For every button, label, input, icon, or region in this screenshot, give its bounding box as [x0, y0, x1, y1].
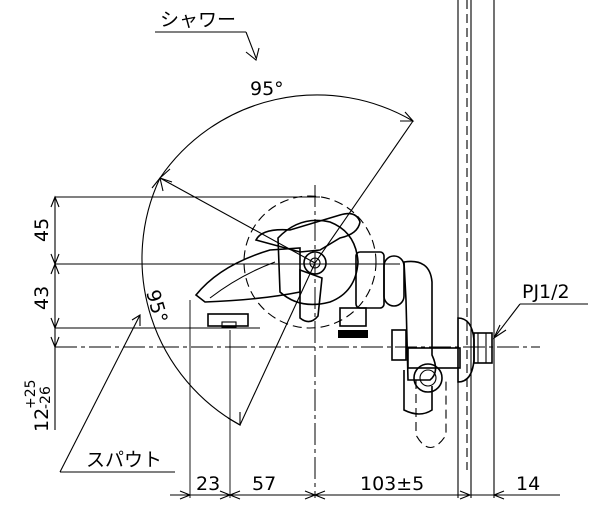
- dim-horizontal-57: 57: [252, 473, 276, 495]
- horizontal-dimensions: [170, 470, 560, 500]
- angle-side-label: 95°: [141, 287, 171, 325]
- handle-rotation-circle: [243, 195, 377, 329]
- angle-top-label: 95°: [250, 78, 284, 100]
- dim-vertical-45: 45: [31, 218, 53, 242]
- shower-label: シャワー: [160, 9, 236, 31]
- dim-tolerance-upper: +25: [23, 379, 39, 409]
- shower-leader: [155, 31, 260, 61]
- dim-tolerance-base: 12: [31, 408, 53, 432]
- wall-connection: [457, 317, 493, 383]
- center-lines: [55, 185, 540, 498]
- dim-horizontal-23: 23: [196, 473, 220, 495]
- pipe-thread-label: PJ1/2: [522, 281, 570, 303]
- dim-vertical-43: 43: [31, 286, 53, 310]
- wall: [457, 0, 495, 498]
- pipe-thread-leader: [492, 303, 588, 340]
- dim-tolerance-lower: -26: [38, 386, 54, 409]
- mixer-body: [194, 212, 461, 449]
- swing-arcs: [141, 94, 415, 426]
- dim-horizontal-103: 103±5: [360, 473, 424, 495]
- dim-tolerance: 12 +25 -26: [23, 379, 54, 432]
- dim-horizontal-14: 14: [516, 473, 540, 495]
- spout-label: スパウト: [86, 449, 162, 471]
- vertical-dimensions: [50, 195, 60, 430]
- spout-leader: [59, 314, 175, 473]
